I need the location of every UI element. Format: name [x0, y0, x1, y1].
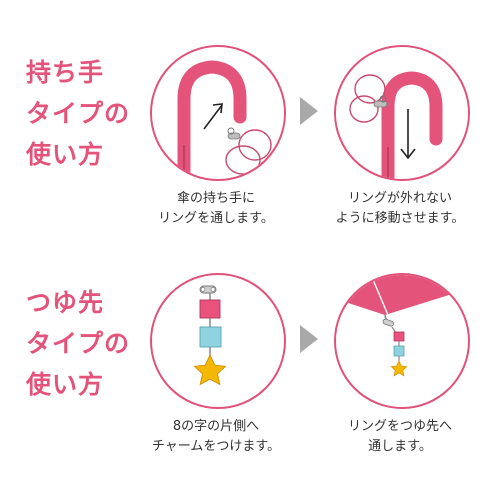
up-arrow-icon — [203, 103, 223, 130]
caption-line: 通します。 — [368, 439, 432, 454]
down-arrow-icon — [400, 109, 416, 160]
tip-step-2-caption: リングをつゆ先へ 通します。 — [315, 417, 485, 457]
charm-icon — [193, 285, 227, 386]
handle-type-title: 持ち手 タイプの 使い方 — [26, 52, 146, 175]
tip-title-line-2: タイプの — [26, 329, 131, 358]
umbrella-canopy-icon — [336, 275, 468, 377]
caption-line: ように移動させます。 — [335, 211, 465, 226]
handle-step-2-illustration — [334, 45, 470, 181]
star-icon — [390, 360, 408, 377]
umbrella-handle-icon — [177, 60, 272, 179]
caption-line: リングを通します。 — [158, 211, 274, 226]
tip-step-1-caption: 8の字の片側へ チャームをつけます。 — [131, 417, 301, 457]
tip-step-2-illustration — [334, 273, 470, 409]
next-step-arrow-icon — [300, 325, 318, 353]
ring-icon — [349, 74, 388, 123]
caption-line: 8の字の片側へ — [172, 419, 260, 434]
next-step-arrow-icon — [300, 97, 318, 125]
caption-line: チャームをつけます。 — [151, 439, 281, 454]
tip-title-line-1: つゆ先 — [26, 288, 105, 317]
handle-title-line-3: 使い方 — [26, 140, 105, 169]
tip-step-1-illustration — [150, 273, 286, 409]
ring-icon — [225, 127, 272, 175]
tip-title-line-3: 使い方 — [26, 370, 105, 399]
handle-title-line-2: タイプの — [26, 99, 131, 128]
charm-icon — [393, 331, 405, 342]
caption-line: 傘の持ち手に — [176, 191, 255, 206]
caption-line: リングが外れない — [347, 191, 452, 206]
handle-step-2-caption: リングが外れない ように移動させます。 — [315, 189, 485, 229]
star-icon — [193, 353, 227, 386]
handle-title-line-1: 持ち手 — [26, 58, 105, 87]
handle-step-1-illustration — [150, 45, 286, 181]
handle-step-1-caption: 傘の持ち手に リングを通します。 — [131, 189, 301, 229]
tip-type-title: つゆ先 タイプの 使い方 — [26, 282, 146, 405]
umbrella-handle-icon — [349, 71, 443, 179]
caption-line: リングをつゆ先へ — [347, 419, 452, 434]
